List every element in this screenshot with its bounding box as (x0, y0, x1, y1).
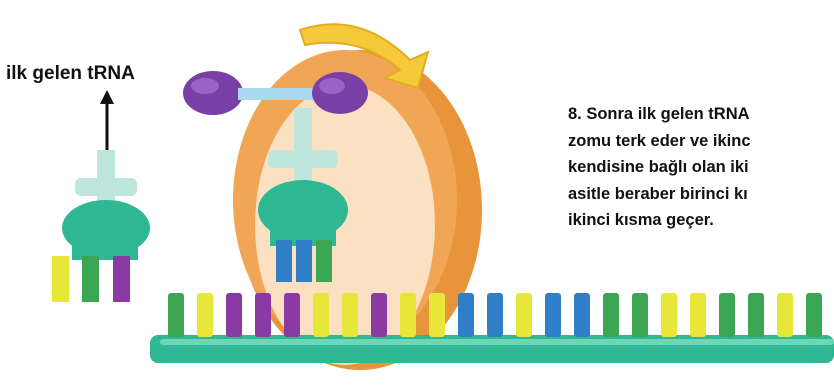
mrna-base (255, 293, 271, 337)
mrna-base (313, 293, 329, 337)
caption-line: asitle beraber birinci kı (568, 181, 834, 208)
mrna-base (574, 293, 590, 337)
mrna-strand-shine (160, 339, 834, 345)
mrna-base (719, 293, 735, 337)
exit-arrow-head (100, 90, 114, 104)
mrna-base (516, 293, 532, 337)
mrna-base (603, 293, 619, 337)
mrna-base (690, 293, 706, 337)
mrna-base (226, 293, 242, 337)
amino-acid-1 (183, 71, 243, 115)
mrna-base (777, 293, 793, 337)
mrna-base (545, 293, 561, 337)
caption-line: zomu terk eder ve ikinc (568, 128, 834, 155)
mrna-base (806, 293, 822, 337)
amino-acid-2-shine (319, 78, 345, 94)
amino-acid-2 (312, 72, 368, 114)
amino-acid-1-shine (191, 78, 219, 94)
mrna-base (487, 293, 503, 337)
mrna-base (748, 293, 764, 337)
mrna-base (168, 293, 184, 337)
mrna-base (284, 293, 300, 337)
first-trna-label: ilk gelen tRNA (6, 63, 135, 85)
mrna-base (632, 293, 648, 337)
mrna-base (400, 293, 416, 337)
caption-line: kendisine bağlı olan iki (568, 154, 834, 181)
mrna-base (458, 293, 474, 337)
mrna-base (371, 293, 387, 337)
caption-line: 8. Sonra ilk gelen tRNA (568, 101, 834, 128)
mrna-base (197, 293, 213, 337)
trna-leaving (52, 150, 150, 302)
mrna-base (429, 293, 445, 337)
step-caption: 8. Sonra ilk gelen tRNA zomu terk eder v… (568, 101, 834, 234)
caption-line: ikinci kısma geçer. (568, 207, 834, 234)
mrna-base (342, 293, 358, 337)
mrna-bases (168, 293, 822, 337)
mrna-base (661, 293, 677, 337)
